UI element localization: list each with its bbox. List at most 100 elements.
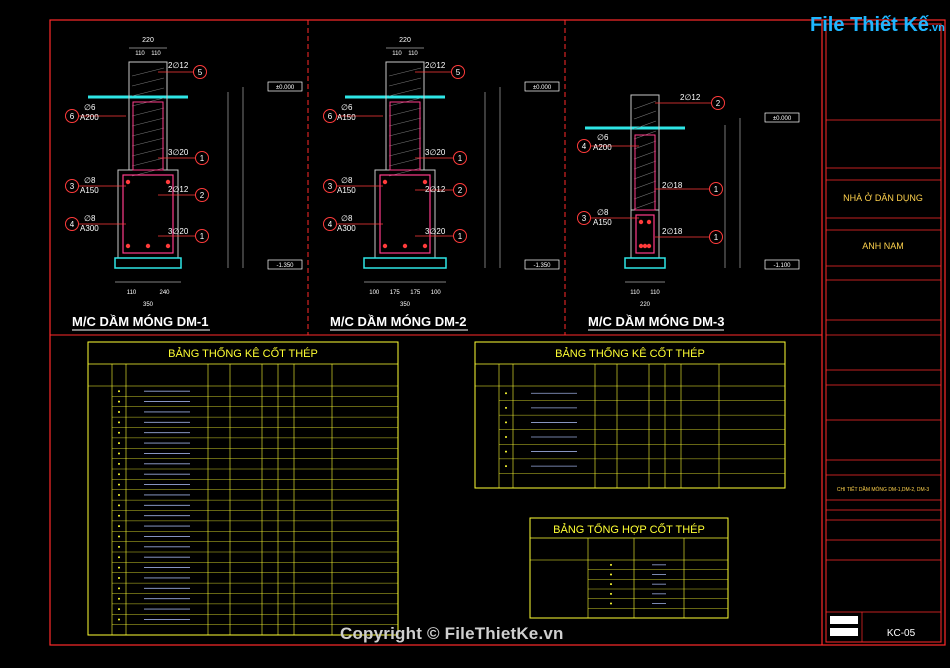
bar-spacing-label: A200 bbox=[593, 143, 612, 152]
table-2-title: BẢNG THỐNG KÊ CỐT THÉP bbox=[555, 346, 705, 360]
bar-mark-number: 3 bbox=[582, 214, 587, 223]
logo-text: File Thiết Kế bbox=[810, 14, 929, 36]
sheet-border bbox=[49, 19, 946, 646]
drawing-name: CHI TIẾT DẦM MÓNG DM-1,DM-2, DM-3 bbox=[837, 486, 930, 493]
table-3-title: BẢNG TỔNG HỢP CỐT THÉP bbox=[553, 522, 705, 536]
bar-label: 2∅12 bbox=[680, 93, 701, 102]
bottom-total-dimension: 350 bbox=[143, 302, 154, 308]
bottom-dimension: 100 bbox=[369, 290, 380, 296]
bar-spacing-label: A150 bbox=[80, 186, 99, 195]
level-bottom: -1.350 bbox=[533, 263, 551, 269]
bar-mark-number: 6 bbox=[70, 112, 75, 121]
top-dimension: 220 bbox=[399, 37, 411, 44]
bar-mark-circle bbox=[453, 151, 467, 165]
section-title-3: M/C DẦM MÓNG DM-3 bbox=[588, 314, 725, 329]
bar-mark-number: 1 bbox=[458, 154, 463, 163]
level-top: ±0.000 bbox=[276, 85, 295, 91]
bar-mark-number: 6 bbox=[328, 112, 333, 121]
top-sub-dimension: 110 bbox=[135, 51, 145, 57]
bar-label: ∅8 bbox=[84, 214, 96, 223]
section-title-1: M/C DẦM MÓNG DM-1 bbox=[72, 314, 209, 329]
bar-label: ∅6 bbox=[341, 103, 353, 112]
bar-label: ∅8 bbox=[341, 214, 353, 223]
bar-label: 2∅12 bbox=[168, 185, 189, 194]
bar-mark-number: 4 bbox=[70, 220, 75, 229]
bar-label: ∅6 bbox=[84, 103, 96, 112]
bar-spacing-label: A150 bbox=[337, 186, 356, 195]
bar-mark-circle bbox=[709, 230, 723, 244]
bar-mark-number: 4 bbox=[328, 220, 333, 229]
top-dimension: 220 bbox=[142, 37, 154, 44]
bar-mark-circle bbox=[195, 188, 209, 202]
bar-label: 3∅20 bbox=[168, 148, 189, 157]
bar-label: 2∅12 bbox=[168, 61, 189, 70]
bar-mark-number: 4 bbox=[582, 142, 587, 151]
copyright-watermark: Copyright © FileThietKe.vn bbox=[340, 624, 564, 643]
bar-mark-circle bbox=[323, 217, 337, 231]
bar-mark-circle bbox=[195, 151, 209, 165]
bar-mark-number: 1 bbox=[200, 154, 205, 163]
bar-spacing-label: A150 bbox=[593, 218, 612, 227]
sheet-number: KC-05 bbox=[887, 628, 916, 639]
bar-label: 2∅12 bbox=[425, 185, 446, 194]
level-top: ±0.000 bbox=[533, 85, 552, 91]
logo-suffix: .vn bbox=[928, 22, 945, 34]
bar-mark-number: 1 bbox=[458, 232, 463, 241]
bar-mark-circle bbox=[323, 109, 337, 123]
bar-mark-number: 2 bbox=[458, 186, 463, 195]
level-bottom: -1.350 bbox=[276, 263, 294, 269]
bar-mark-number: 1 bbox=[200, 232, 205, 241]
bottom-dimension: 175 bbox=[390, 290, 401, 296]
bottom-dimension: 175 bbox=[410, 290, 421, 296]
bar-label: 2∅18 bbox=[662, 181, 683, 190]
bar-spacing-label: A300 bbox=[337, 224, 356, 233]
top-sub-dimension: 110 bbox=[151, 51, 161, 57]
bottom-dimension: 100 bbox=[431, 290, 442, 296]
bottom-dimension: 240 bbox=[159, 290, 170, 296]
bar-label: ∅8 bbox=[84, 176, 96, 185]
rebar-summary-table: BẢNG TỔNG HỢP CỐT THÉP bbox=[529, 517, 729, 619]
bar-mark-circle bbox=[323, 179, 337, 193]
bar-label: 2∅18 bbox=[662, 227, 683, 236]
bar-label: 3∅20 bbox=[168, 227, 189, 236]
bar-mark-circle bbox=[711, 96, 725, 110]
rebar-schedule-table-2: BẢNG THỐNG KÊ CỐT THÉP bbox=[474, 341, 786, 489]
section-title-2: M/C DẦM MÓNG DM-2 bbox=[330, 314, 467, 329]
bar-mark-number: 1 bbox=[714, 185, 719, 194]
rebar-schedule-table-1: BẢNG THỐNG KÊ CỐT THÉP bbox=[87, 341, 399, 636]
bar-mark-circle bbox=[193, 65, 207, 79]
top-sub-dimension: 110 bbox=[392, 51, 402, 57]
project-name: NHÀ Ở DÂN DỤNG bbox=[843, 192, 923, 203]
level-bottom: -1.100 bbox=[773, 263, 791, 269]
bar-mark-circle bbox=[453, 229, 467, 243]
bar-mark-circle bbox=[65, 109, 79, 123]
bar-mark-circle bbox=[451, 65, 465, 79]
site-logo: File Thiết Kế.vn bbox=[810, 14, 945, 37]
bar-mark-number: 5 bbox=[456, 68, 461, 77]
bar-mark-circle bbox=[195, 229, 209, 243]
bar-mark-circle bbox=[577, 211, 591, 225]
bar-mark-number: 2 bbox=[716, 99, 721, 108]
bar-mark-circle bbox=[709, 182, 723, 196]
bar-mark-number: 3 bbox=[328, 182, 333, 191]
bar-mark-circle bbox=[453, 183, 467, 197]
bar-label: ∅6 bbox=[597, 133, 609, 142]
bar-mark-circle bbox=[65, 217, 79, 231]
bottom-dimension: 110 bbox=[630, 290, 640, 296]
bar-label: 3∅20 bbox=[425, 148, 446, 157]
bar-mark-number: 3 bbox=[70, 182, 75, 191]
bar-spacing-label: A150 bbox=[337, 113, 356, 122]
table-1-title: BẢNG THỐNG KÊ CỐT THÉP bbox=[168, 346, 318, 360]
bar-spacing-label: A300 bbox=[80, 224, 99, 233]
owner-name: ANH NAM bbox=[862, 241, 904, 251]
bar-label: 2∅12 bbox=[425, 61, 446, 70]
bottom-dimension: 110 bbox=[650, 290, 660, 296]
bottom-dimension: 110 bbox=[127, 290, 137, 296]
bar-mark-number: 1 bbox=[714, 233, 719, 242]
bar-mark-circle bbox=[577, 139, 591, 153]
bar-spacing-label: A200 bbox=[80, 113, 99, 122]
bottom-total-dimension: 220 bbox=[640, 302, 651, 308]
level-top: ±0.000 bbox=[773, 116, 792, 122]
